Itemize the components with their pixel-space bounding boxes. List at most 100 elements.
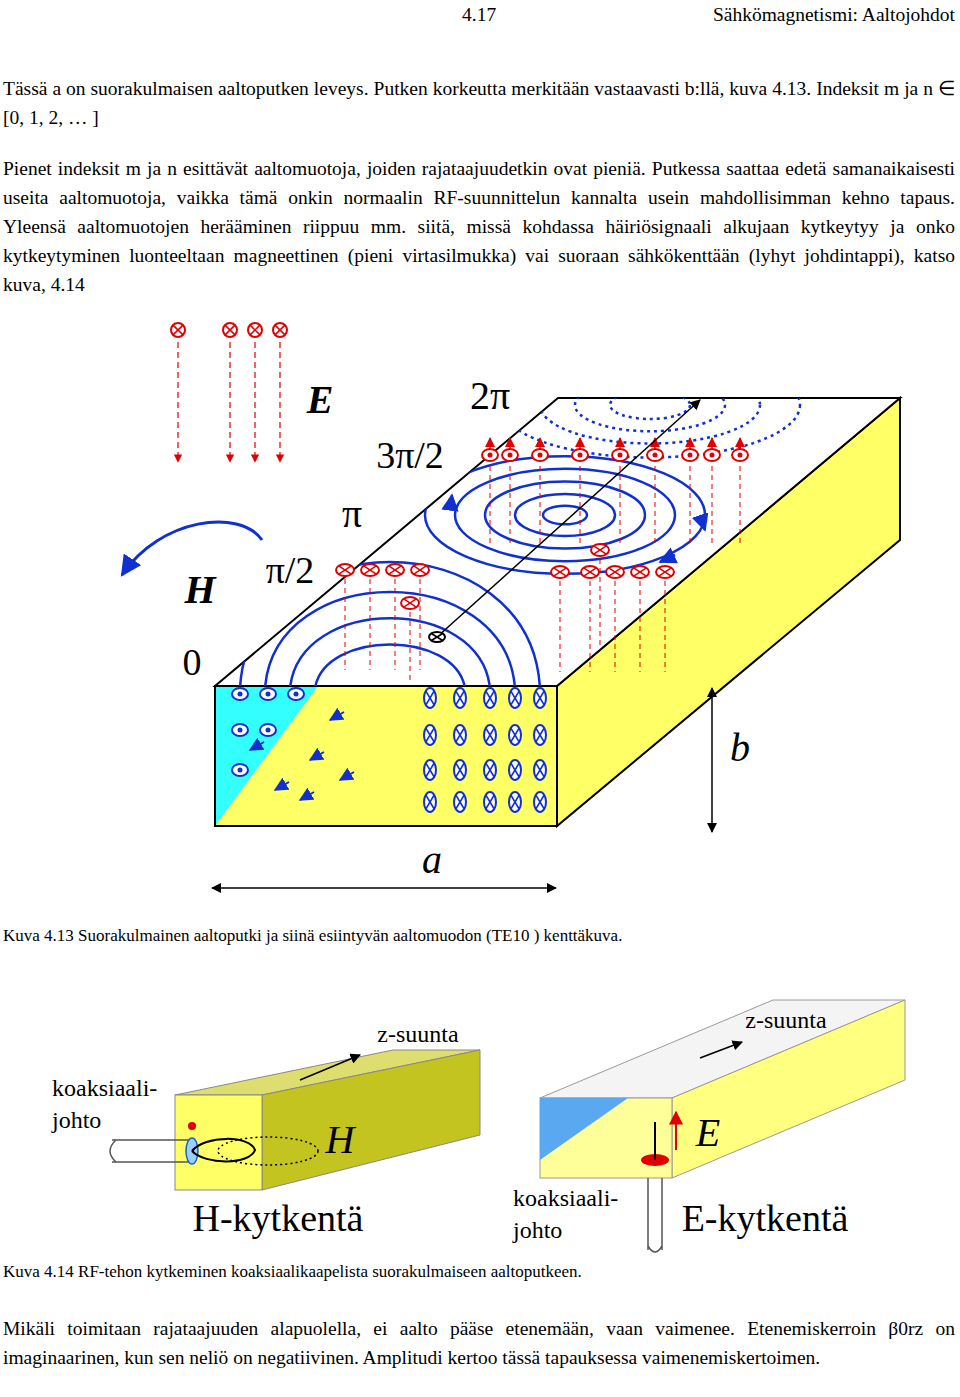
symbol-cross (173, 325, 183, 335)
front-face-cyan (215, 686, 318, 826)
symbol-cross (426, 795, 434, 809)
field-into-symbol (484, 792, 496, 812)
e-field-line (590, 581, 591, 672)
symbol-cross (431, 634, 442, 641)
field-into-symbol (591, 544, 609, 556)
symbol-ring (454, 688, 466, 708)
side-face (672, 1000, 905, 1178)
field-into-symbol (534, 725, 546, 745)
symbol-dot (578, 453, 583, 458)
e-field-arrow (689, 438, 691, 449)
current-loop (192, 1139, 255, 1162)
field-into-symbol (454, 725, 466, 745)
symbol-ring (288, 688, 304, 700)
symbol-cross (536, 691, 544, 705)
field-into-symbol (424, 792, 436, 812)
symbol-ring (656, 566, 674, 578)
symbol-cross (404, 599, 417, 607)
symbol-ring (484, 792, 496, 812)
field-out-symbol (732, 449, 748, 461)
e-field-line (420, 579, 421, 670)
e-field-line (510, 466, 511, 545)
symbol-ring (454, 760, 466, 780)
field-out-symbol (647, 449, 663, 461)
figure-label: H (184, 570, 215, 610)
h-field-loop (218, 1137, 318, 1165)
z-arrow (300, 1055, 360, 1080)
figure-label: H-kytkentä (193, 1199, 364, 1237)
symbol-ring (424, 725, 436, 745)
symbol-cross (456, 795, 464, 809)
symbol-ring (502, 449, 518, 461)
symbol-ring (401, 597, 419, 609)
page-text: 4.17 (462, 4, 496, 26)
h-field-loop-dotted (540, 367, 760, 444)
feed-point (188, 1122, 196, 1130)
symbol-ring (631, 566, 649, 578)
e-field-arrow (539, 438, 541, 449)
field-into-symbol (411, 564, 429, 576)
e-field-line (279, 342, 280, 462)
symbol-ring (424, 760, 436, 780)
symbol-cross (250, 325, 260, 335)
field-into-symbol (386, 564, 404, 576)
h-field-arrow (450, 495, 452, 510)
symbol-cross (511, 728, 519, 742)
symbol-ring (484, 688, 496, 708)
e-field-arrow (675, 1112, 677, 1150)
field-into-symbol (509, 760, 521, 780)
field-into-symbol (484, 725, 496, 745)
symbol-ring (572, 449, 588, 461)
symbol-cross (426, 691, 434, 705)
e-field-arrow (739, 438, 741, 449)
top-face (215, 398, 900, 686)
h-field-line (315, 645, 465, 689)
e-field-arrow (711, 438, 713, 449)
figure-label: E-kytkentä (682, 1199, 849, 1237)
e-field-arrow (509, 438, 511, 449)
symbol-dot (266, 728, 271, 733)
symbol-cross (511, 795, 519, 809)
probe-pin (654, 1122, 656, 1160)
callout-label: koaksiaali- johto (52, 1072, 182, 1136)
symbol-cross (536, 795, 544, 809)
symbol-dot (710, 453, 715, 458)
h-field-arrow (300, 792, 314, 800)
symbol-cross (536, 795, 544, 809)
page-text: Sähkömagnetismi: Aaltojohdot (713, 4, 955, 26)
symbol-ring (260, 688, 276, 700)
e-field-line (615, 581, 616, 672)
field-into-symbol (223, 323, 237, 337)
symbol-cross (339, 566, 352, 574)
field-into-symbol (656, 566, 674, 578)
field-into-symbol (361, 564, 379, 576)
symbol-ring (454, 792, 466, 812)
symbol-ring (411, 564, 429, 576)
symbol-cross (511, 728, 519, 742)
front-face-blue (540, 1098, 628, 1160)
h-field-loop (485, 481, 645, 548)
e-field-line (640, 581, 641, 672)
field-into-symbol (551, 566, 569, 578)
e-field-line (620, 466, 621, 545)
symbol-cross (511, 795, 519, 809)
field-into-symbol (424, 725, 436, 745)
symbol-cross (609, 568, 622, 576)
field-into-symbol (484, 688, 496, 708)
figure-label: π/2 (266, 551, 315, 589)
symbol-cross (364, 566, 377, 574)
symbol-ring (532, 449, 548, 461)
symbol-cross (609, 568, 622, 576)
symbol-ring (454, 725, 466, 745)
figure-label: 2π (470, 376, 510, 416)
symbol-cross (536, 763, 544, 777)
symbol-cross (426, 728, 434, 742)
field-out-symbol (612, 449, 628, 461)
field-into-symbol (429, 632, 445, 642)
symbol-ring (534, 792, 546, 812)
symbol-ring (232, 764, 248, 776)
symbol-ring (482, 449, 498, 461)
field-into-symbol (534, 688, 546, 708)
symbol-cross (536, 691, 544, 705)
